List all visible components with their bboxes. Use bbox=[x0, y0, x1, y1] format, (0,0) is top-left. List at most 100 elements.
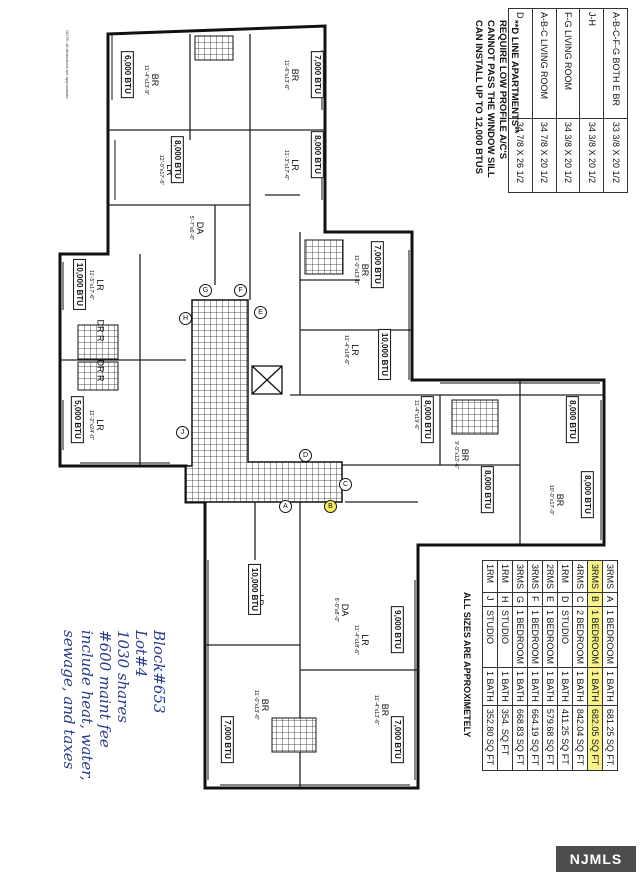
table-cell: A-B-C LIVING ROOM bbox=[532, 8, 557, 119]
table-cell: 1RM bbox=[497, 560, 513, 593]
room-dimensions: 11'-0"x13'-6" bbox=[253, 689, 259, 721]
room-dimensions: 11'-6"x13'-6" bbox=[283, 59, 289, 91]
btu-label: 8,000 BTU bbox=[310, 131, 324, 178]
room-name: DR R bbox=[95, 319, 106, 342]
btu-label: 8,000 BTU bbox=[420, 396, 434, 443]
elevator-stair bbox=[251, 365, 283, 395]
room-name: LR bbox=[350, 344, 360, 356]
exterior-walls bbox=[58, 24, 606, 790]
table-cell: 1 BEDROOM bbox=[527, 606, 543, 668]
sizes-note: ALL SIZES ARE APPROXIMETELY bbox=[462, 592, 472, 738]
unit-marker: G bbox=[199, 284, 212, 297]
unit-marker: B bbox=[324, 500, 337, 513]
room-dimensions: 5'-7"x6'-0" bbox=[188, 215, 194, 241]
table-cell: 34 3/8 X 20 1/2 bbox=[579, 118, 604, 193]
unit-marker: E bbox=[254, 306, 267, 319]
room-name: BR bbox=[555, 493, 565, 507]
room-dimensions: 11'-2"x24'-0" bbox=[88, 409, 94, 441]
room-name: LR bbox=[95, 419, 105, 431]
room-dimensions: 8'-0"x8'-0" bbox=[333, 597, 339, 623]
btu-label: 7,000 BTU bbox=[310, 51, 324, 98]
table-cell: D bbox=[557, 592, 573, 607]
table-cell: 1 BATH bbox=[602, 667, 618, 706]
handwritten-line: 1030 shares bbox=[114, 630, 132, 723]
note-line: CANNOT PASS THE WINDOW SILL bbox=[485, 20, 496, 178]
table-cell: 2RMS bbox=[542, 560, 558, 593]
unit-marker: C bbox=[339, 478, 352, 491]
room-name: BR bbox=[380, 703, 390, 717]
table-cell: 1 BEDROOM bbox=[602, 606, 618, 668]
table-cell: STUDIO bbox=[497, 606, 513, 668]
table-cell: 1 BATH bbox=[572, 667, 588, 706]
unit-marker: J bbox=[176, 426, 189, 439]
btu-label: 7,000 BTU bbox=[370, 241, 384, 288]
room-dimensions: 11'-4"x18'-6" bbox=[343, 334, 349, 366]
table-cell: 1 BATH bbox=[587, 667, 603, 706]
btu-label: 8,000 BTU bbox=[480, 466, 494, 513]
btu-label: 7,000 BTU bbox=[220, 716, 234, 763]
btu-label: 5,000 BTU bbox=[70, 396, 84, 443]
table-cell: 3RMS bbox=[527, 560, 543, 593]
table-cell: 2 BEDROOM bbox=[572, 606, 588, 668]
table-cell: 1 BATH bbox=[512, 667, 528, 706]
btu-label: 10,000 BTU bbox=[378, 328, 392, 381]
room-label: DR R bbox=[96, 349, 106, 393]
handwritten-line: Lot#4 bbox=[132, 630, 150, 678]
table-cell: 3RMS bbox=[512, 560, 528, 593]
table-cell: 682.05 SQ FT bbox=[587, 705, 603, 771]
handwritten-line: Block#653 bbox=[150, 630, 168, 714]
room-name: BR bbox=[460, 448, 470, 462]
table-cell: 354. SQ FT bbox=[497, 705, 513, 771]
btu-label: 7,000 BTU bbox=[390, 716, 404, 763]
table-cell: 1 BATH bbox=[482, 667, 498, 706]
hallway bbox=[185, 299, 343, 503]
room-dimensions: 11'-5"x17'-6" bbox=[88, 269, 94, 301]
note-line: **D LINE APARTMENTS** bbox=[509, 20, 520, 134]
d-line-note: **D LINE APARTMENTS** REQUIRE LOW PROFIL… bbox=[472, 20, 520, 190]
table-cell: 1RM bbox=[557, 560, 573, 593]
bathrooms bbox=[77, 35, 499, 753]
table-cell: J bbox=[482, 592, 498, 607]
table-cell: 664.19 SQ FT bbox=[527, 705, 543, 771]
unit-marker: H bbox=[179, 312, 192, 325]
table-cell: 1 BEDROOM bbox=[542, 606, 558, 668]
btu-label: 8,000 BTU bbox=[170, 136, 184, 183]
table-cell: STUDIO bbox=[482, 606, 498, 668]
table-cell: 681.25 SQ FT. bbox=[602, 705, 618, 771]
handwritten-note: Block#653 Lot#4 1030 shares #600 maint f… bbox=[60, 630, 168, 781]
table-cell: 579.68 SQ FT bbox=[542, 705, 558, 771]
table-cell: 1 BEDROOM bbox=[512, 606, 528, 668]
table-cell: 1 BATH bbox=[527, 667, 543, 706]
table-cell: 1 BATH bbox=[497, 667, 513, 706]
unit-marker: D bbox=[299, 449, 312, 462]
unit-marker: F bbox=[234, 284, 247, 297]
table-cell: F bbox=[527, 592, 543, 607]
room-dimensions: 12'-0"x17'-6" bbox=[158, 154, 164, 186]
table-cell: E bbox=[542, 592, 558, 607]
room-name: DA bbox=[340, 603, 350, 617]
btu-label: 8,000 BTU bbox=[580, 471, 594, 518]
room-dimensions: 11'-3"x17'-6" bbox=[283, 149, 289, 181]
table-cell: 1 BATH bbox=[557, 667, 573, 706]
